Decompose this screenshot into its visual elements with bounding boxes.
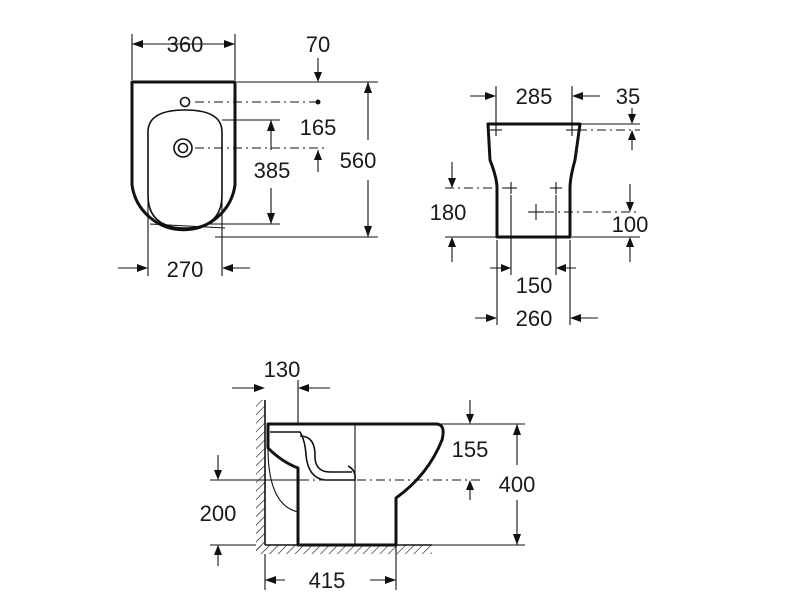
- dim-side-wall-offset: 130: [264, 357, 301, 382]
- dim-rear-top-width: 285: [516, 84, 553, 109]
- dim-top-depth: 560: [340, 148, 377, 173]
- side-view: 130 155 400 200 415: [200, 357, 536, 593]
- top-view-bowl: [147, 109, 223, 229]
- dim-side-outlet-height: 200: [200, 501, 237, 526]
- tap-hole-icon: [179, 96, 191, 108]
- dim-top-width: 360: [167, 32, 204, 57]
- drain-inner-icon: [177, 142, 189, 154]
- dim-top-hole-spacing: 165: [300, 115, 337, 140]
- dim-side-length: 415: [309, 568, 346, 593]
- dim-rear-fixing-inset: 35: [616, 84, 640, 109]
- dim-rear-foot-width: 260: [516, 306, 553, 331]
- dim-rear-drain-height: 100: [612, 212, 649, 237]
- side-view-outline: [266, 422, 445, 547]
- rear-view: 285 35 100 180 150: [430, 84, 649, 331]
- floor-hatch: [256, 545, 432, 554]
- dim-side-rim-outlet: 155: [452, 437, 489, 462]
- wall-hatch: [256, 400, 265, 550]
- dim-top-base-width: 270: [167, 257, 204, 282]
- dim-side-height: 400: [499, 472, 536, 497]
- drain-outer-icon: [173, 138, 193, 158]
- fixing-mark-icon: [490, 124, 578, 220]
- dim-rear-fixing-height: 180: [430, 200, 467, 225]
- dim-rear-fixing-spacing: 150: [516, 273, 553, 298]
- dim-top-hole-front: 385: [254, 158, 291, 183]
- dim-top-offset: 70: [306, 32, 330, 57]
- top-view: 360 70 560 165 385 270: [118, 32, 378, 282]
- rear-view-outline: [486, 122, 582, 239]
- top-view-outline: [130, 80, 237, 232]
